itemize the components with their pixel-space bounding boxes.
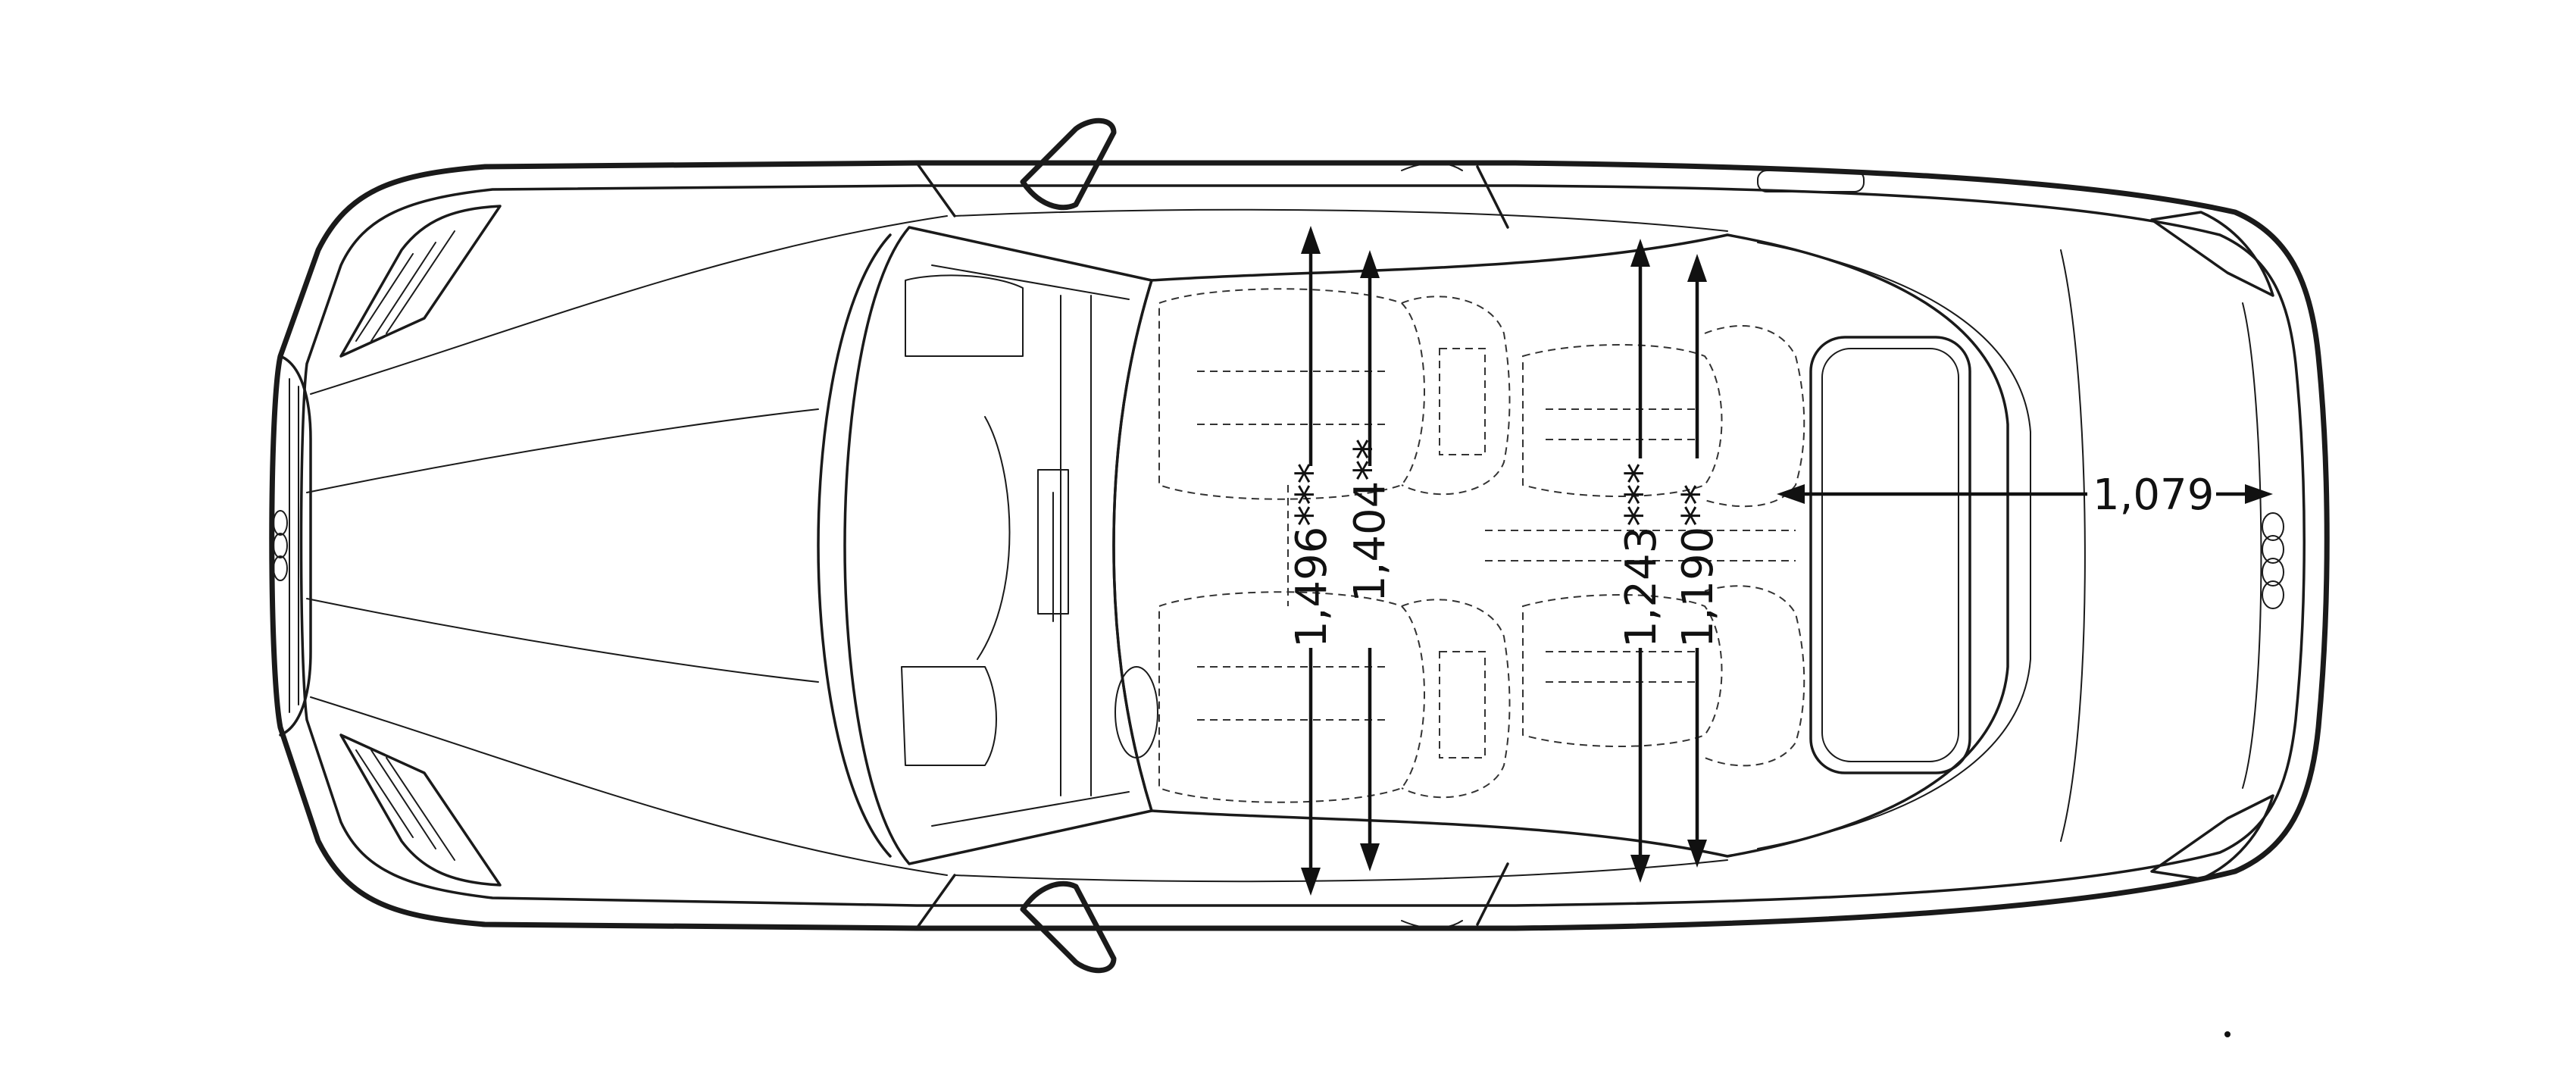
- car-body-outline: [269, 160, 2330, 931]
- front-headlights: [339, 205, 502, 887]
- dimension-elbow-width-front: 1,404**: [1346, 250, 1395, 871]
- center-console: [1286, 484, 1796, 606]
- dim-label-1190: 1,190**: [1674, 484, 1723, 648]
- dimension-shoulder-width-rear: 1,243***: [1617, 239, 1666, 883]
- dimension-elbow-width-rear: 1,190**: [1674, 254, 1723, 868]
- side-mirror-left: [1020, 117, 1117, 211]
- trunk-lid: [1809, 249, 2086, 842]
- side-mirror-right: [1020, 881, 1117, 974]
- rear-seat-left: [1522, 325, 1805, 508]
- rear-rings-logo: [2262, 512, 2284, 609]
- dim-label-1243: 1,243***: [1617, 463, 1666, 648]
- door-lines: [915, 161, 1865, 930]
- dim-label-1404: 1,404**: [1346, 439, 1395, 602]
- dim-label-1079: 1,079: [2093, 471, 2214, 520]
- rear-seat-right: [1522, 585, 1805, 767]
- front-grille: [273, 355, 312, 737]
- cabin-opening: [1112, 233, 2031, 858]
- corner-dot: [2224, 1031, 2231, 1037]
- hood-lines: [306, 215, 948, 876]
- front-seat-right: [1158, 591, 1511, 803]
- dashboard-steering: [901, 274, 1158, 766]
- tail-lights: [2150, 211, 2274, 881]
- front-seat-left: [1158, 288, 1511, 500]
- windshield-frame: [817, 226, 1153, 865]
- dim-label-1496: 1,496***: [1287, 463, 1336, 648]
- dimension-rear-length: 1,079: [1777, 471, 2273, 520]
- dimension-shoulder-width-front: 1,496***: [1287, 226, 1336, 896]
